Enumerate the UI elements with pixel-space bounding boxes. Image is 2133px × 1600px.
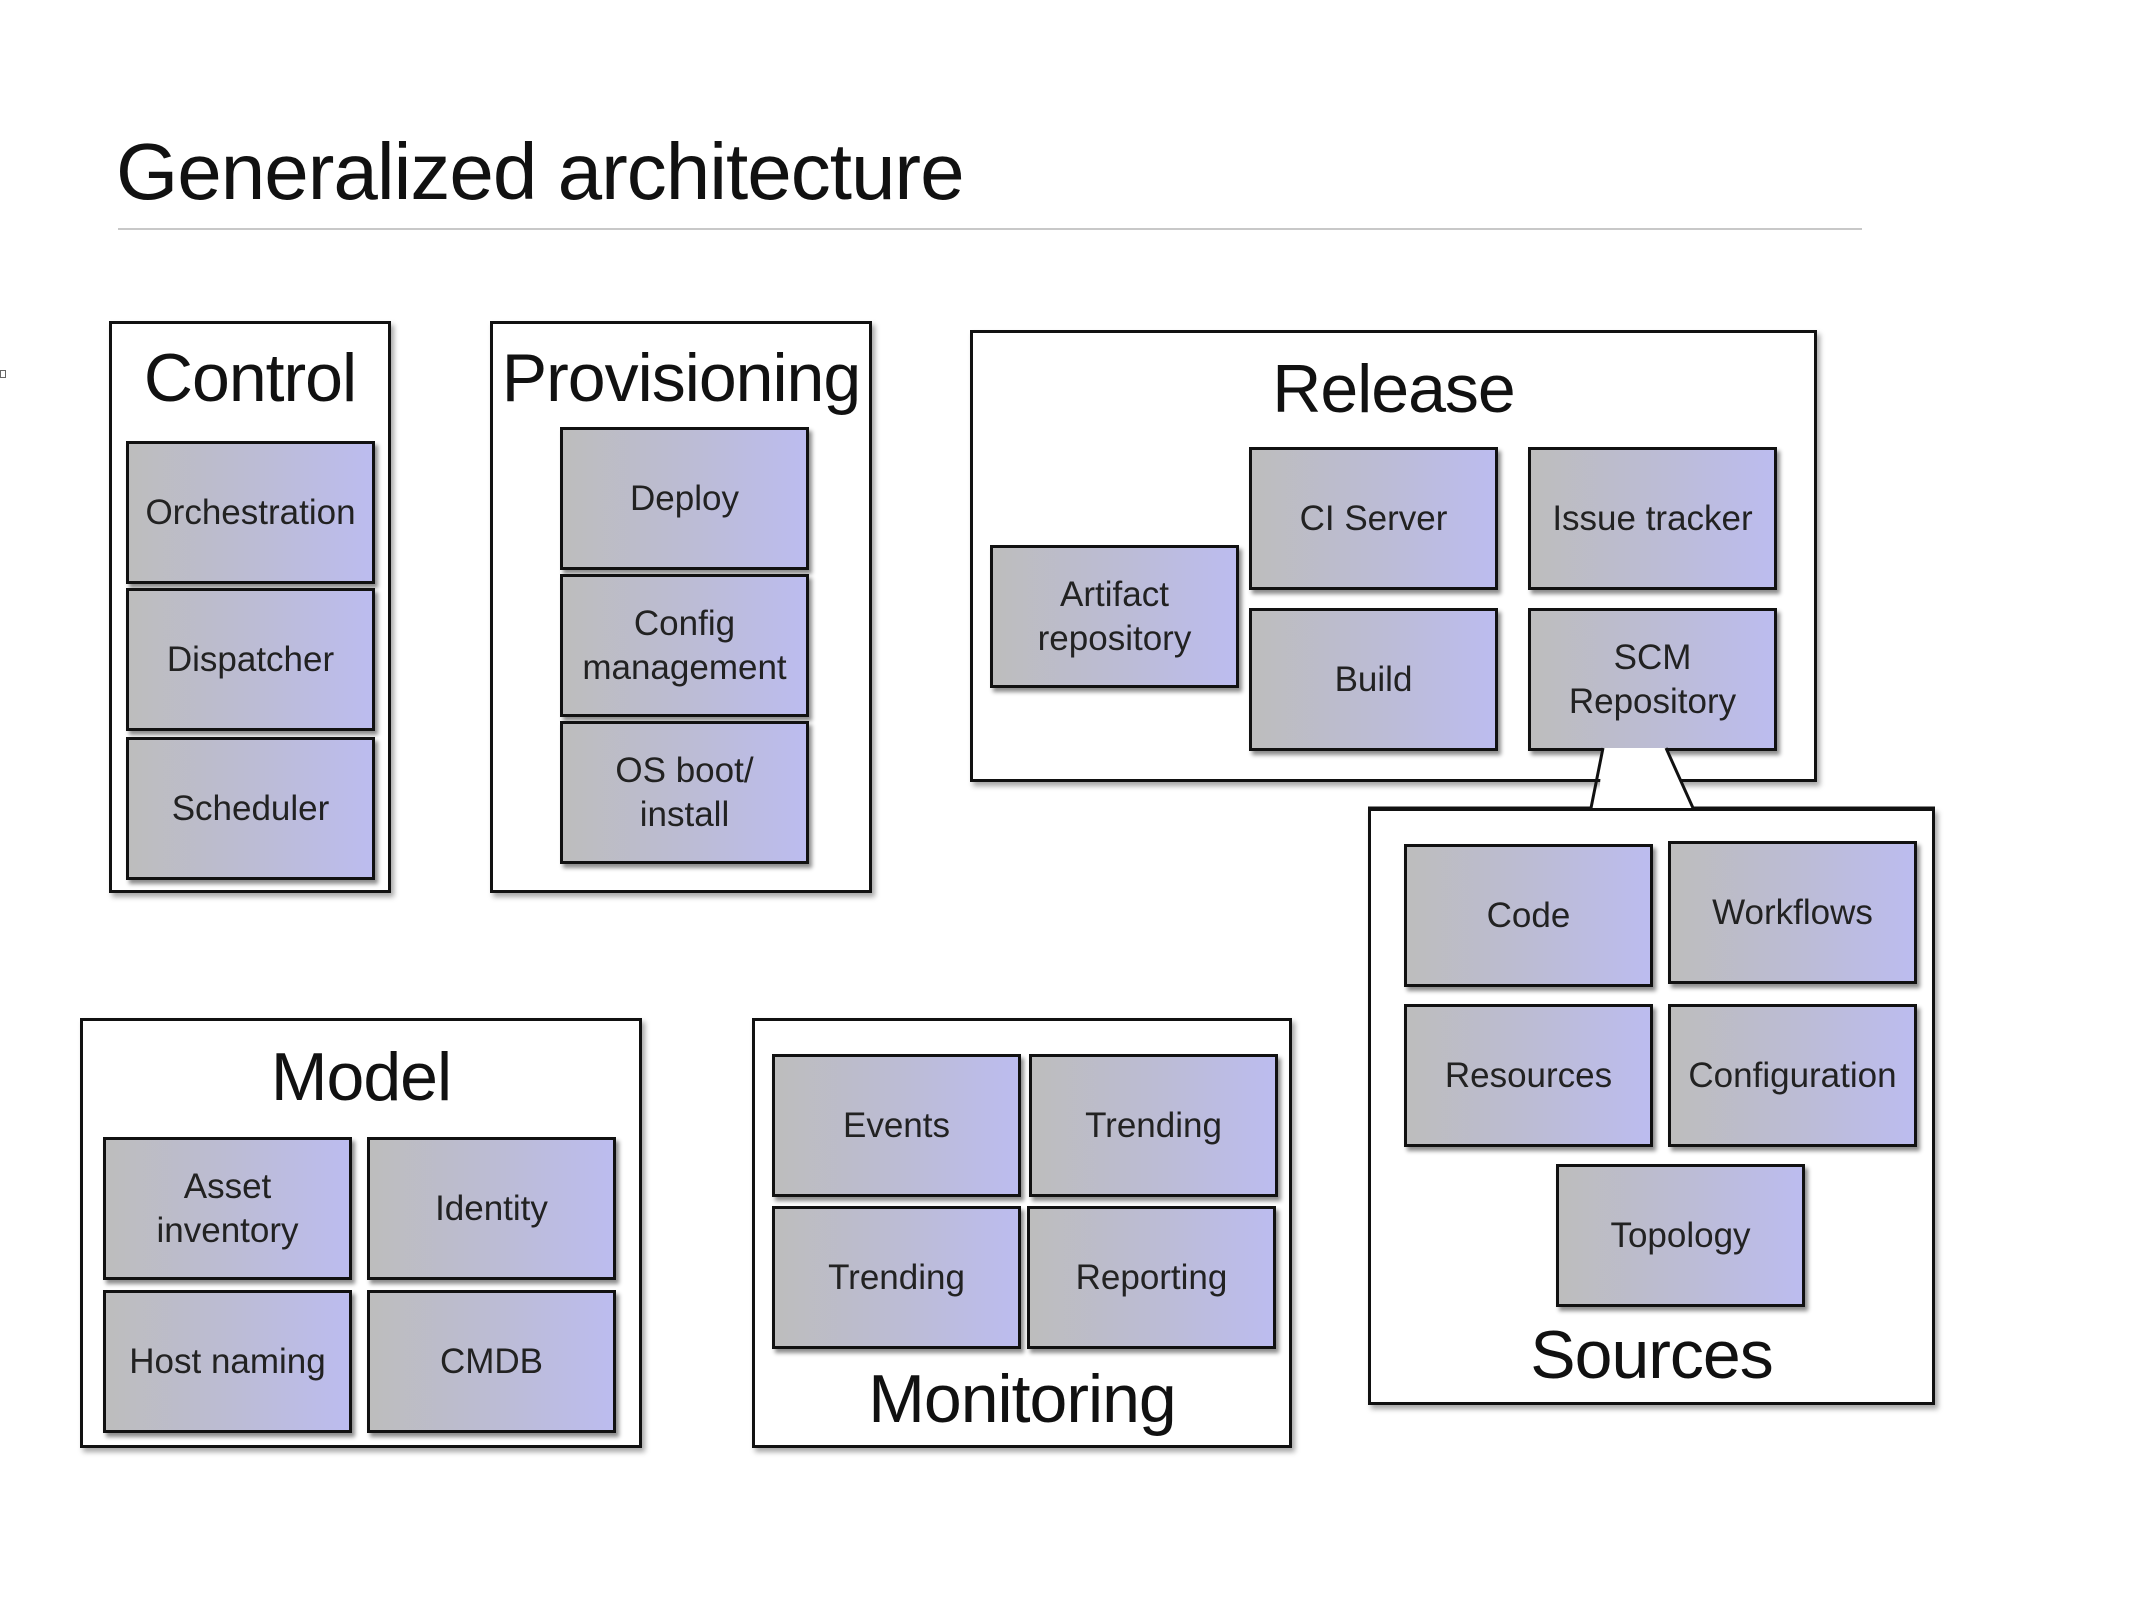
component-label: Build	[1334, 659, 1413, 699]
sources-panel: Code Workflows Resources Configuration T…	[1368, 808, 1935, 1405]
component-orchestration: Orchestration	[126, 441, 375, 584]
component-events: Events	[772, 1054, 1021, 1197]
component-label: OS boot/ install	[615, 750, 754, 834]
component-cmdb: CMDB	[367, 1290, 616, 1433]
component-topology: Topology	[1556, 1164, 1805, 1307]
control-panel: Control Orchestration Dispatcher Schedul…	[109, 321, 391, 893]
component-identity: Identity	[367, 1137, 616, 1280]
component-label: Host naming	[129, 1341, 326, 1381]
component-host-naming: Host naming	[103, 1290, 352, 1433]
provisioning-panel: Provisioning Deploy Config management OS…	[490, 321, 872, 893]
component-label: Reporting	[1075, 1257, 1228, 1297]
title-divider	[118, 228, 1862, 230]
component-label: Identity	[435, 1188, 548, 1228]
sources-label: Sources	[1530, 1317, 1773, 1393]
control-label: Control	[143, 340, 357, 416]
model-label: Model	[270, 1039, 452, 1115]
release-label: Release	[1272, 351, 1516, 427]
component-scheduler: Scheduler	[126, 737, 375, 880]
component-workflows: Workflows	[1668, 841, 1917, 984]
component-label: Resources	[1444, 1055, 1613, 1095]
component-label: Scheduler	[171, 788, 330, 828]
component-deploy: Deploy	[560, 427, 809, 570]
component-ci-server: CI Server	[1249, 447, 1498, 590]
component-label: CMDB	[439, 1341, 544, 1381]
release-panel: Release Artifact repository CI Server Is…	[970, 330, 1817, 782]
slide-title: Generalized architecture	[116, 127, 965, 216]
component-asset-inventory: Asset inventory	[103, 1137, 352, 1280]
component-configuration: Configuration	[1668, 1004, 1917, 1147]
component-label: Code	[1486, 895, 1571, 935]
component-os-boot-install: OS boot/ install	[560, 721, 809, 864]
provisioning-label: Provisioning	[501, 340, 861, 416]
monitoring-label: Monitoring	[868, 1361, 1177, 1437]
component-label: Deploy	[630, 478, 739, 518]
component-label: Configuration	[1688, 1055, 1897, 1095]
component-label: Trending	[828, 1257, 965, 1297]
slide-edge-marker	[0, 370, 6, 378]
component-label: Events	[843, 1105, 950, 1145]
component-issue-tracker: Issue tracker	[1528, 447, 1777, 590]
component-scm-repository: SCM Repository	[1528, 608, 1777, 751]
component-label: CI Server	[1299, 498, 1448, 538]
component-label: SCM Repository	[1568, 637, 1737, 721]
component-label: Topology	[1610, 1215, 1751, 1255]
component-label: Orchestration	[145, 492, 356, 532]
component-label: Dispatcher	[166, 639, 335, 679]
component-label: Issue tracker	[1552, 498, 1753, 538]
component-build: Build	[1249, 608, 1498, 751]
component-label: Trending	[1085, 1105, 1222, 1145]
component-trending-2: Trending	[772, 1206, 1021, 1349]
component-trending: Trending	[1029, 1054, 1278, 1197]
component-label: Workflows	[1712, 892, 1873, 932]
component-label: Config management	[582, 603, 787, 687]
component-label: Asset inventory	[156, 1166, 299, 1250]
component-code: Code	[1404, 844, 1653, 987]
model-panel: Model Asset inventory Identity Host nami…	[80, 1018, 642, 1448]
component-artifact-repository: Artifact repository	[990, 545, 1239, 688]
component-reporting: Reporting	[1027, 1206, 1276, 1349]
component-label: Artifact repository	[1037, 574, 1192, 658]
monitoring-panel: Events Trending Trending Reporting Monit…	[752, 1018, 1292, 1448]
component-config-management: Config management	[560, 574, 809, 717]
component-resources: Resources	[1404, 1004, 1653, 1147]
component-dispatcher: Dispatcher	[126, 588, 375, 731]
